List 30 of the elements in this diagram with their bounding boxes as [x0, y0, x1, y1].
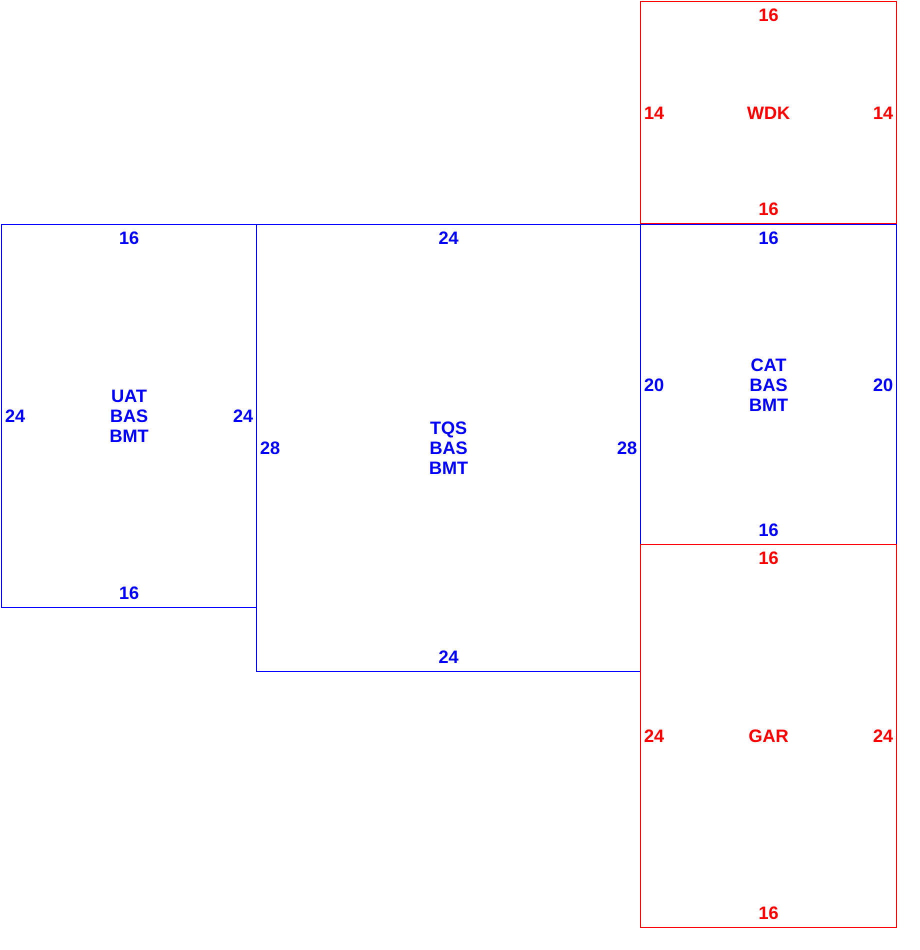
dimension-label: 16 [758, 903, 779, 923]
dimension-label: 14 [872, 102, 893, 122]
room-outline [1, 224, 257, 608]
dimension-label: 16 [758, 5, 779, 25]
dimension-label: 16 [758, 199, 779, 219]
room-outline [640, 544, 897, 928]
dimension-label: 28 [616, 438, 637, 458]
room-outline [256, 224, 641, 672]
room-label: GAR [748, 726, 790, 746]
dimension-label: 16 [118, 228, 140, 248]
room-outline [640, 1, 897, 224]
dimension-label: 24 [5, 406, 26, 426]
dimension-label: 24 [644, 726, 664, 746]
dimension-label: 16 [758, 520, 779, 540]
dimension-label: 28 [260, 438, 280, 458]
dimension-label: 16 [758, 228, 779, 248]
dimension-label: 24 [438, 647, 459, 667]
dimension-label: 24 [438, 228, 459, 248]
room-label: CAT BAS BMT [748, 354, 789, 414]
room-outline [640, 224, 897, 545]
dimension-label: 24 [232, 406, 253, 426]
dimension-label: 20 [644, 374, 664, 394]
room-label: TQS BAS BMT [428, 418, 469, 478]
room-label: WDK [746, 102, 791, 122]
dimension-label: 20 [872, 374, 893, 394]
room-label: UAT BAS BMT [108, 386, 150, 446]
dimension-label: 24 [872, 726, 893, 746]
dimension-label: 14 [644, 102, 664, 122]
dimension-label: 16 [118, 583, 140, 603]
dimension-label: 16 [758, 548, 779, 568]
